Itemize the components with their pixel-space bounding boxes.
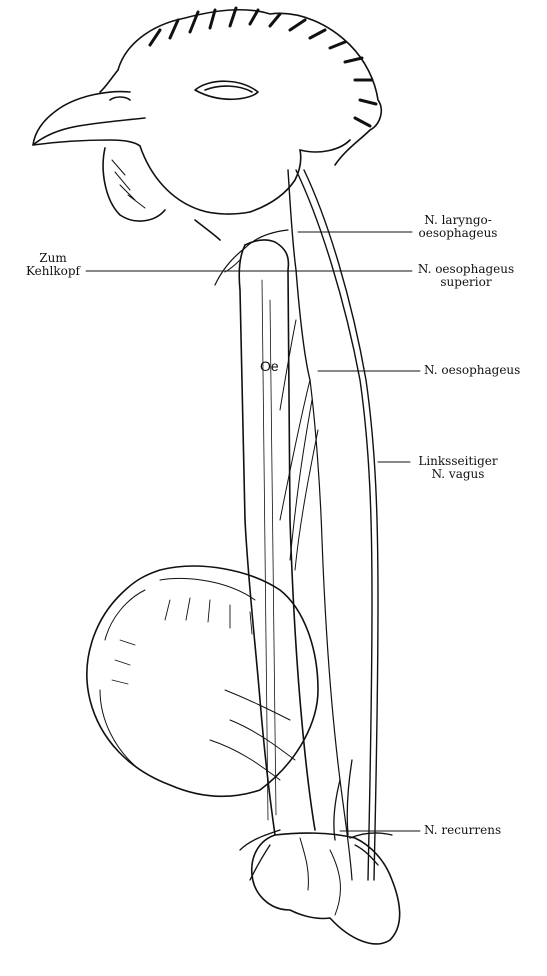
label-n-recurrens: N. recurrens [424,824,501,837]
bird-head [33,8,381,240]
oesophageus-text: N. oesophageus [424,364,520,377]
label-zum-kehlkopf: Zum Kehlkopf [20,252,86,278]
label-linksseitiger-n-vagus: Linksseitiger N. vagus [412,455,504,481]
laryngo-line2: oesophageus [412,227,504,240]
oesophageal-branches [280,320,318,570]
label-oe: Oe [260,358,279,374]
crop [87,566,318,796]
label-n-laryngo-oesophageus: N. laryngo- oesophageus [412,214,504,240]
recurrens-text: N. recurrens [424,824,501,837]
label-n-oesophageus: N. oesophageus [424,364,520,377]
zum-line2: Kehlkopf [20,265,86,278]
vagus-nerve [288,170,378,880]
vagus-line2: N. vagus [412,468,504,481]
oesophagus [239,240,315,835]
heart [252,833,400,944]
leader-lines [86,232,420,831]
larynx-branches [215,230,288,285]
label-n-oesophageus-superior: N. oesophageus superior [412,263,520,289]
oes-sup-line2: superior [412,276,520,289]
